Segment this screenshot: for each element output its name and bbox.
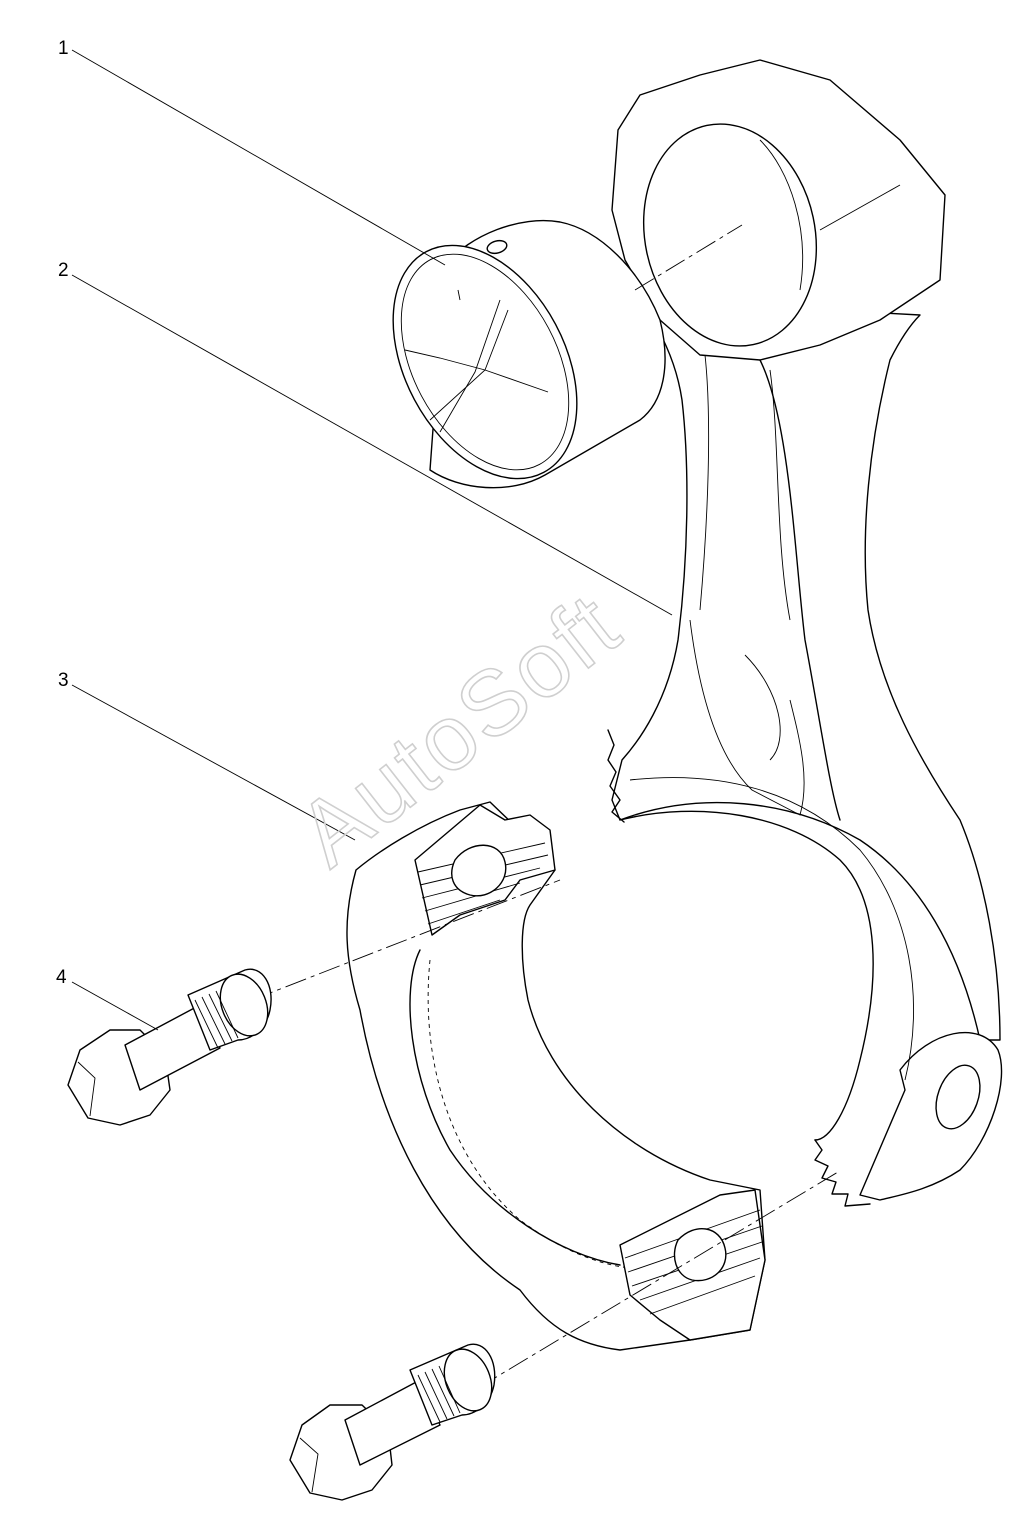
rod-cap [346, 801, 766, 1351]
callout-2-leader [71, 274, 673, 616]
callout-1: 1 [58, 38, 69, 59]
callout-3-leader [71, 684, 356, 841]
upper-bolt-centerline [251, 879, 561, 1001]
cap-bolt-lower [289, 1343, 496, 1501]
callout-4-leader [71, 981, 159, 1031]
connecting-rod [607, 59, 1003, 1207]
callout-2: 2 [58, 260, 69, 281]
lower-bolt-centerline [477, 1171, 839, 1389]
callout-1-leader [71, 49, 446, 266]
callout-4: 4 [56, 967, 67, 988]
cap-bolt-upper [67, 968, 272, 1126]
callout-3: 3 [58, 670, 69, 691]
bushing-centerline [634, 224, 743, 291]
small-end-bushing [392, 219, 666, 489]
